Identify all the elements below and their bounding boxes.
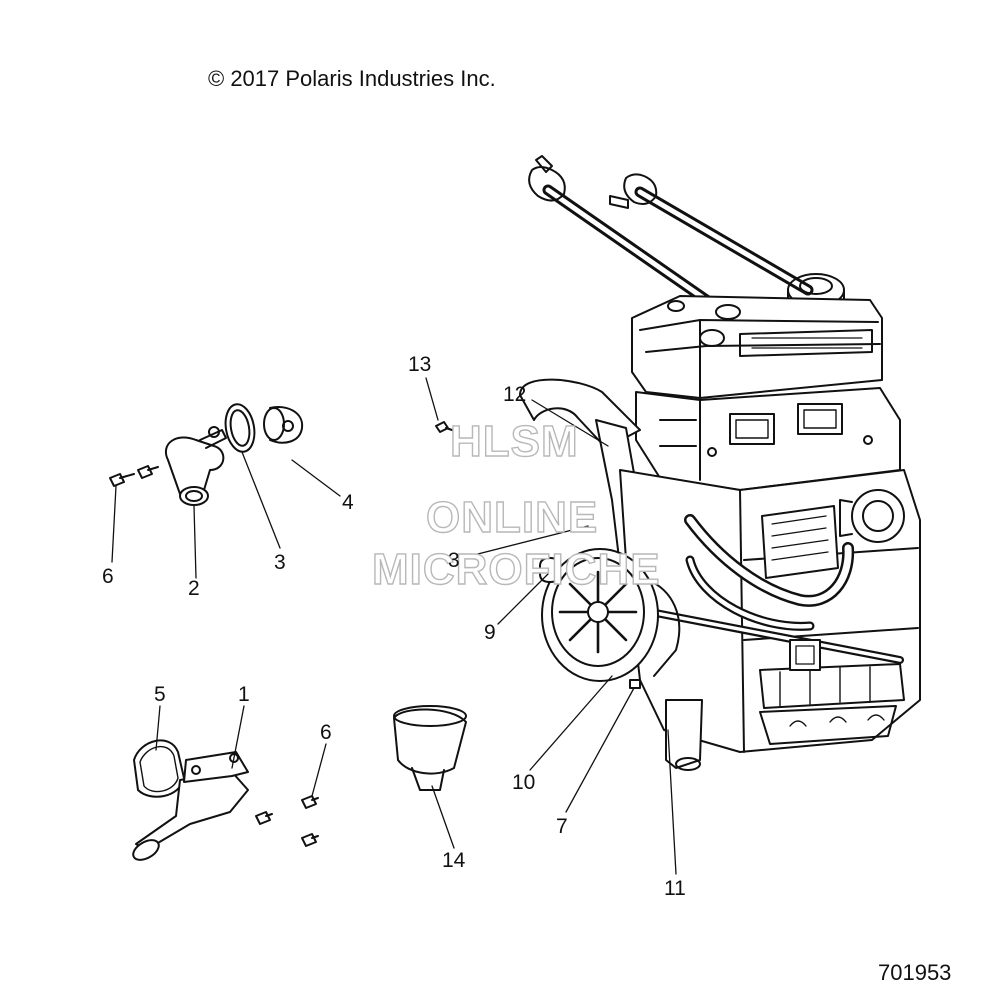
stator-cover	[541, 548, 681, 682]
copyright-notice: © 2017 Polaris Industries Inc.	[208, 66, 496, 91]
o-ring-upper	[224, 403, 256, 453]
watermark-line-3: MICROFICHE	[371, 545, 661, 594]
leader-6a	[111, 485, 117, 563]
callout-14: 14	[442, 849, 466, 872]
leader-14	[431, 785, 455, 849]
leader-lines	[111, 377, 677, 875]
bolts-upper	[109, 465, 159, 487]
leader-2	[193, 505, 197, 579]
bolts-lower	[255, 795, 319, 847]
callout-13: 13	[408, 353, 432, 376]
figure-number: 701953	[878, 960, 952, 985]
leader-12	[531, 399, 609, 447]
drain-bolt	[629, 679, 641, 689]
callout-9: 9	[484, 621, 496, 644]
engine-assembly	[435, 155, 921, 771]
callout-1: 1	[238, 683, 250, 706]
leader-10	[529, 675, 613, 771]
sensor-connector	[789, 639, 821, 671]
water-outlet-elbow	[132, 751, 249, 861]
thermostat-housing	[165, 426, 227, 506]
callout-6-lower: 6	[320, 721, 332, 744]
callout-5: 5	[154, 683, 166, 706]
leader-7	[565, 687, 635, 813]
watermark-line-2: ONLINE	[425, 493, 599, 542]
thermostat	[263, 406, 304, 444]
leader-3b	[469, 525, 589, 557]
callout-4: 4	[342, 491, 354, 514]
callout-2: 2	[188, 577, 200, 600]
hose-clamp	[393, 705, 467, 791]
watermark-line-1: HLSM	[449, 417, 579, 466]
leader-1	[231, 705, 245, 769]
callout-3-upper: 3	[274, 551, 286, 574]
bolt-13	[435, 421, 459, 433]
callout-12: 12	[503, 383, 527, 406]
leader-13	[425, 377, 439, 421]
valve-cover	[631, 295, 883, 399]
leader-4	[291, 459, 341, 497]
callout-11: 11	[664, 877, 686, 900]
oil-cooler	[761, 489, 905, 579]
callout-10: 10	[512, 771, 536, 794]
gasket	[133, 739, 185, 798]
water-outlet	[665, 699, 703, 771]
spark-plug-wires	[528, 155, 814, 321]
callout-3-engine: 3	[448, 549, 460, 572]
leader-11	[667, 729, 677, 875]
callout-7: 7	[556, 815, 568, 838]
leader-6b	[311, 743, 327, 797]
coolant-pipes	[636, 514, 904, 664]
leader-3a	[241, 451, 281, 549]
leader-9	[497, 573, 549, 625]
callout-6-upper: 6	[102, 565, 114, 588]
leader-5	[155, 705, 161, 751]
fitting-9	[539, 557, 561, 583]
